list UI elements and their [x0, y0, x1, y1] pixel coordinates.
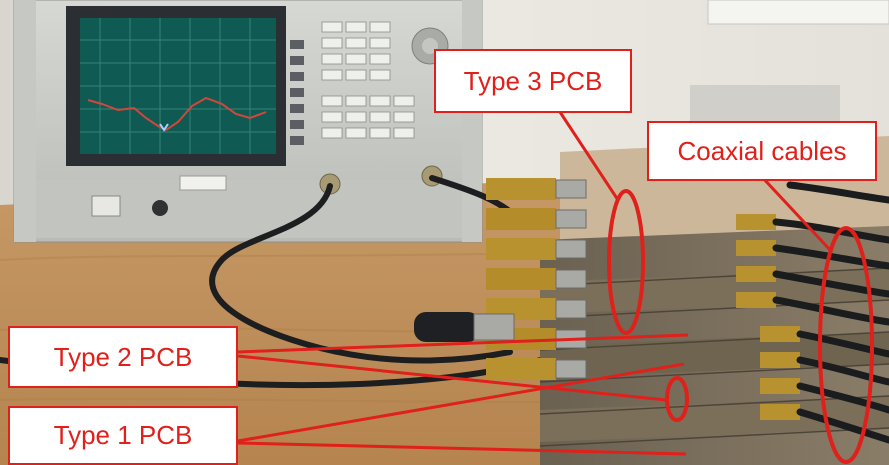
coaxial-cables-label: Coaxial cables — [677, 135, 847, 166]
type2-pcb-label: Type 2 PCB — [53, 341, 193, 372]
measurement-trace-marker — [159, 123, 169, 132]
floppy-slot — [91, 195, 121, 217]
type1-pcb-callout: Type 1 PCB — [8, 406, 238, 465]
type3-pcb-callout: Type 3 PCB — [434, 49, 632, 113]
type2-pcb-callout: Type 2 PCB — [8, 326, 238, 388]
serial-label — [179, 175, 227, 191]
termination-load — [414, 312, 515, 342]
brand-logo: Anritsu — [77, 5, 112, 17]
power-button — [152, 200, 168, 216]
coaxial-cables-callout: Coaxial cables — [647, 121, 877, 181]
pcb-stack — [539, 136, 889, 465]
network-analyzer: Anritsu — [13, 0, 483, 243]
measurement-trace — [87, 96, 267, 132]
type1-pcb-label: Type 1 PCB — [53, 420, 193, 450]
type3-pcb-label: Type 3 PCB — [463, 65, 603, 96]
wall-poster — [707, 0, 889, 25]
